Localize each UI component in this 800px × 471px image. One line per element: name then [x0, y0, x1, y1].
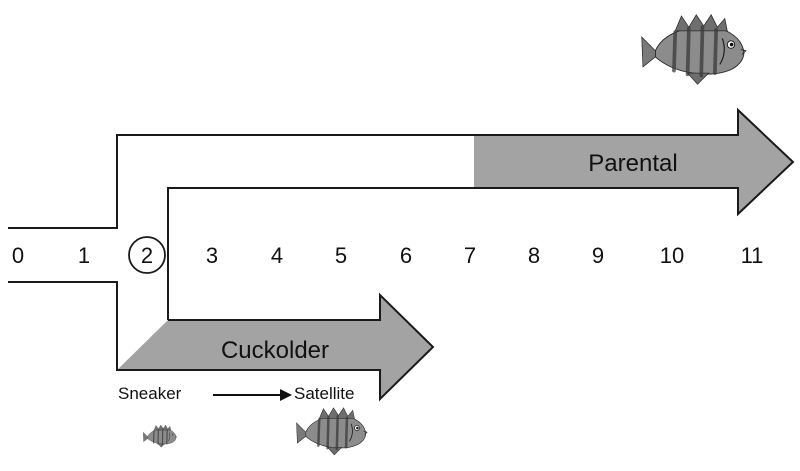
- parental-arrow: Parental: [8, 107, 795, 320]
- axis-tick: 4: [271, 243, 283, 268]
- circled-tick-ring: [128, 236, 166, 274]
- axis-tick: 6: [400, 243, 412, 268]
- cuckolder-arrow: Cuckolder: [8, 281, 435, 402]
- age-axis: 0 1 2 3 4 5 6 7 8 9 10 11: [12, 236, 764, 274]
- bluegill-sneaker-icon: [142, 424, 178, 448]
- cuckolder-stages: Sneaker Satellite: [118, 384, 354, 403]
- axis-tick: 1: [78, 243, 90, 268]
- sneaker-label: Sneaker: [118, 384, 182, 403]
- axis-tick-circled: 2: [141, 243, 153, 268]
- axis-tick: 0: [12, 243, 24, 268]
- cuckolder-label: Cuckolder: [221, 337, 329, 364]
- parental-label: Parental: [588, 150, 677, 177]
- axis-tick: 8: [528, 243, 540, 268]
- axis-tick: 9: [592, 243, 604, 268]
- axis-tick: 3: [206, 243, 218, 268]
- axis-tick: 5: [335, 243, 347, 268]
- axis-tick: 11: [741, 243, 764, 268]
- stage-arrow-head-icon: [280, 389, 292, 401]
- bluegill-parental-male-icon: [639, 12, 748, 87]
- axis-tick: 7: [464, 243, 476, 268]
- bluegill-satellite-icon: [295, 406, 369, 457]
- satellite-label: Satellite: [294, 384, 354, 403]
- axis-tick: 10: [660, 243, 684, 268]
